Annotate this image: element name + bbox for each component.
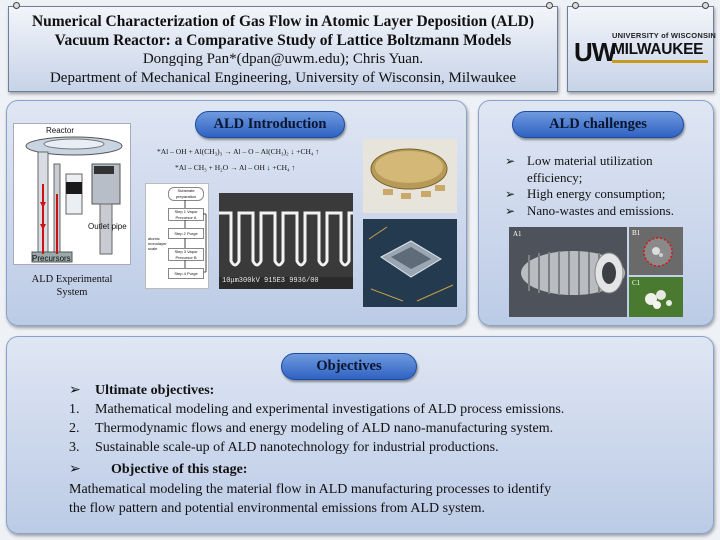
challenge-text-cont: efficiency; <box>527 169 583 185</box>
list-item: ➢ Nano-wastes and emissions. <box>503 203 711 220</box>
logo-panel: UNIVERSITY of WISCONSIN UW MILWAUKEE <box>567 2 716 92</box>
sem-trench-image: 10μm300kV 915E3 9936/00 <box>219 193 353 289</box>
list-item: 3. Sustainable scale-up of ALD nanotechno… <box>69 438 499 457</box>
reaction-equation-1: *Al – OH + Al(CH₃)₃ → Al – O – Al(CH₃)₂ … <box>157 147 320 156</box>
logo-city-text: MILWAUKEE <box>612 41 704 58</box>
objective-text: Sustainable scale-up of ALD nanotechnolo… <box>95 440 499 455</box>
logo-uw-text: UW <box>574 37 616 67</box>
title-block: Numerical Characterization of Gas Flow i… <box>9 12 557 88</box>
reactor-caption: ALD Experimental System <box>17 273 127 299</box>
precursors-label: Precursors <box>32 254 71 263</box>
list-item: ➢ Low material utilization efficiency; <box>503 153 711 186</box>
pipe-photo: A1 <box>509 227 627 317</box>
item-number: 3. <box>69 440 80 455</box>
ultimate-heading-text: Ultimate objectives: <box>95 383 215 398</box>
poster-title-line2: Vacuum Reactor: a Comparative Study of L… <box>54 32 512 49</box>
objective-text: Thermodynamic flows and energy modeling … <box>95 421 554 436</box>
challenge-text: Low material utilization <box>527 153 653 168</box>
uwm-logo: UNIVERSITY of WISCONSIN UW MILWAUKEE <box>574 31 716 71</box>
authors: Dongqing Pan*(dpan@uwm.edu); Chris Yuan. <box>142 51 424 67</box>
list-item: 2. Thermodynamic flows and energy modelin… <box>69 419 553 438</box>
pipe-drawing <box>509 227 627 317</box>
caption-line1: ALD Experimental <box>31 274 113 285</box>
item-number: 2. <box>69 421 80 436</box>
sem-caption: 10μm300kV 915E3 9936/00 <box>222 277 319 285</box>
ald-process-flowchart: Substrate preparation Step 1 Vapor Precu… <box>145 183 209 289</box>
objectives-heading: Objectives <box>281 353 417 380</box>
photo-label-b1: B1 <box>632 229 641 237</box>
flow-side-label: atomic monolayer scale <box>148 236 167 251</box>
flow-arrows <box>184 200 207 273</box>
nanowaste-sem-drawing <box>629 227 683 275</box>
department: Department of Mechanical Engineering, Un… <box>49 70 517 86</box>
photo-label-a1: A1 <box>513 230 522 238</box>
intro-panel: Reactor Outlet pipe Precursors ALD Exper… <box>6 100 467 326</box>
pin-icon <box>546 2 553 9</box>
pin-icon <box>13 2 20 9</box>
sem-trench-drawing <box>219 193 353 277</box>
item-number: 1. <box>69 402 80 417</box>
powder-residue-photo: C1 <box>629 277 683 317</box>
list-item: ➢ High energy consumption; <box>503 186 711 203</box>
stage-heading-text: Objective of this stage: <box>111 462 248 477</box>
pin-icon <box>702 2 709 9</box>
arrow-bullet-icon: ➢ <box>505 203 516 218</box>
challenges-panel: ALD challenges ➢ Low material utilizatio… <box>478 100 714 326</box>
flow-step: Step 4 Purge <box>168 268 204 279</box>
header-panel: Numerical Characterization of Gas Flow i… <box>8 2 558 92</box>
ultimate-objectives-heading: ➢ Ultimate objectives: <box>69 381 214 400</box>
objectives-panel: Objectives ➢ Ultimate objectives: 1. Mathe… <box>6 336 714 534</box>
ald-introduction-heading: ALD Introduction <box>195 111 345 138</box>
logo-gold-bar <box>612 60 708 63</box>
stage-objective-heading: ➢ Objective of this stage: <box>69 460 247 479</box>
chip-photo <box>363 219 457 307</box>
reaction-equation-2: *Al – CH₃ + H₂O → Al – OH ↓ +CH₄ ↑ <box>175 163 296 172</box>
flow-step: Step 2 Purge <box>168 228 204 239</box>
chip-drawing <box>363 219 457 307</box>
arrow-bullet-icon: ➢ <box>505 154 516 168</box>
nanowaste-sem-photo: B1 <box>629 227 683 275</box>
challenges-list: ➢ Low material utilization efficiency; ➢… <box>503 153 711 219</box>
arrow-bullet-icon: ➢ <box>69 383 81 398</box>
list-item: 1. Mathematical modeling and experimental… <box>69 400 564 419</box>
wafer-photo <box>363 139 457 213</box>
flow-step: Step 3 Vapor Precursor B <box>168 248 204 261</box>
wafer-drawing <box>370 148 448 199</box>
reactor-drawing <box>25 136 123 263</box>
pin-icon <box>572 2 579 9</box>
objective-text: Mathematical modeling and experimental i… <box>95 402 565 417</box>
powder-drawing <box>629 277 683 317</box>
poster-title-line1: Numerical Characterization of Gas Flow i… <box>31 13 535 30</box>
reactor-label: Reactor <box>46 126 75 135</box>
caption-line2: System <box>56 287 88 298</box>
logo-university-text: UNIVERSITY of WISCONSIN <box>612 31 717 40</box>
reactor-diagram: Reactor Outlet pipe Precursors <box>13 123 131 265</box>
stage-objective-line2: the flow pattern and potential environme… <box>69 501 486 516</box>
challenge-text: Nano-wastes and emissions. <box>527 202 674 218</box>
photo-label-c1: C1 <box>632 279 641 287</box>
arrow-bullet-icon: ➢ <box>69 462 81 477</box>
stage-objective-line1: Mathematical modeling the material flow … <box>69 482 552 497</box>
flow-step: Substrate preparation <box>168 187 204 201</box>
arrow-bullet-icon: ➢ <box>505 187 516 201</box>
challenge-text: High energy consumption; <box>527 186 666 201</box>
ald-challenges-heading: ALD challenges <box>512 111 684 138</box>
outlet-label: Outlet pipe <box>88 222 127 231</box>
